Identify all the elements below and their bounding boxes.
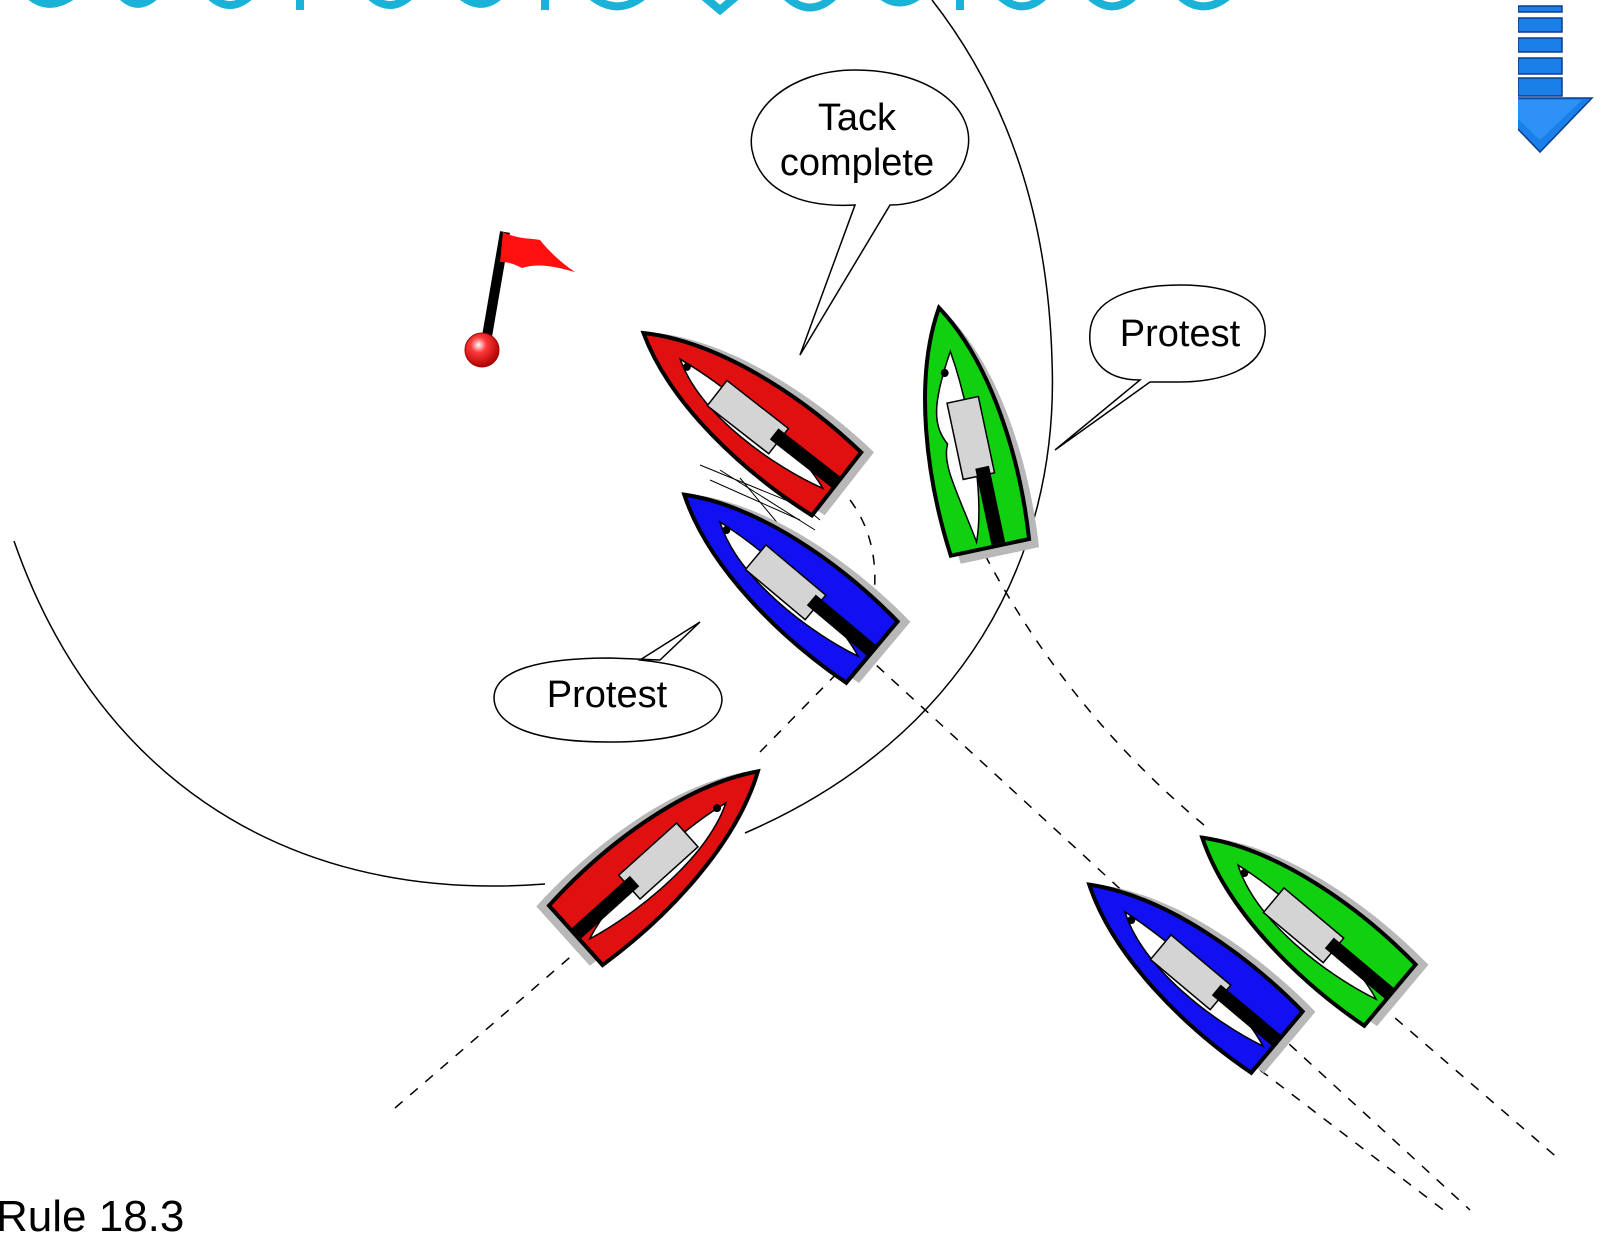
boat-tracks (394, 499, 1561, 1216)
clipped-title-text (28, 0, 1230, 16)
rule-label: Rule 18.3 (0, 1192, 185, 1241)
bubble-text-protest-right: Protest (1120, 313, 1241, 355)
red-boat-position-2 (640, 330, 874, 519)
green-boat-position-2 (923, 303, 1039, 564)
speech-bubble-tack-complete: Tack complete (750, 69, 970, 356)
bubble-text-complete: complete (780, 142, 934, 184)
bubble-text-protest-left: Protest (547, 674, 668, 716)
red-flag-mark-icon (464, 231, 575, 368)
blue-boat-position-2 (681, 492, 911, 686)
scroll-down-arrow-icon[interactable] (1486, 0, 1608, 160)
red-boat-position-1 (536, 768, 761, 968)
blue-boat-position-1 (1086, 882, 1316, 1076)
bubble-text-tack: Tack (818, 97, 897, 139)
green-boat-position-1 (1199, 835, 1429, 1029)
speech-bubble-protest-red: Protest (493, 621, 723, 743)
zone-circle (13, 0, 1054, 887)
speech-bubble-protest-green: Protest (1054, 284, 1266, 451)
